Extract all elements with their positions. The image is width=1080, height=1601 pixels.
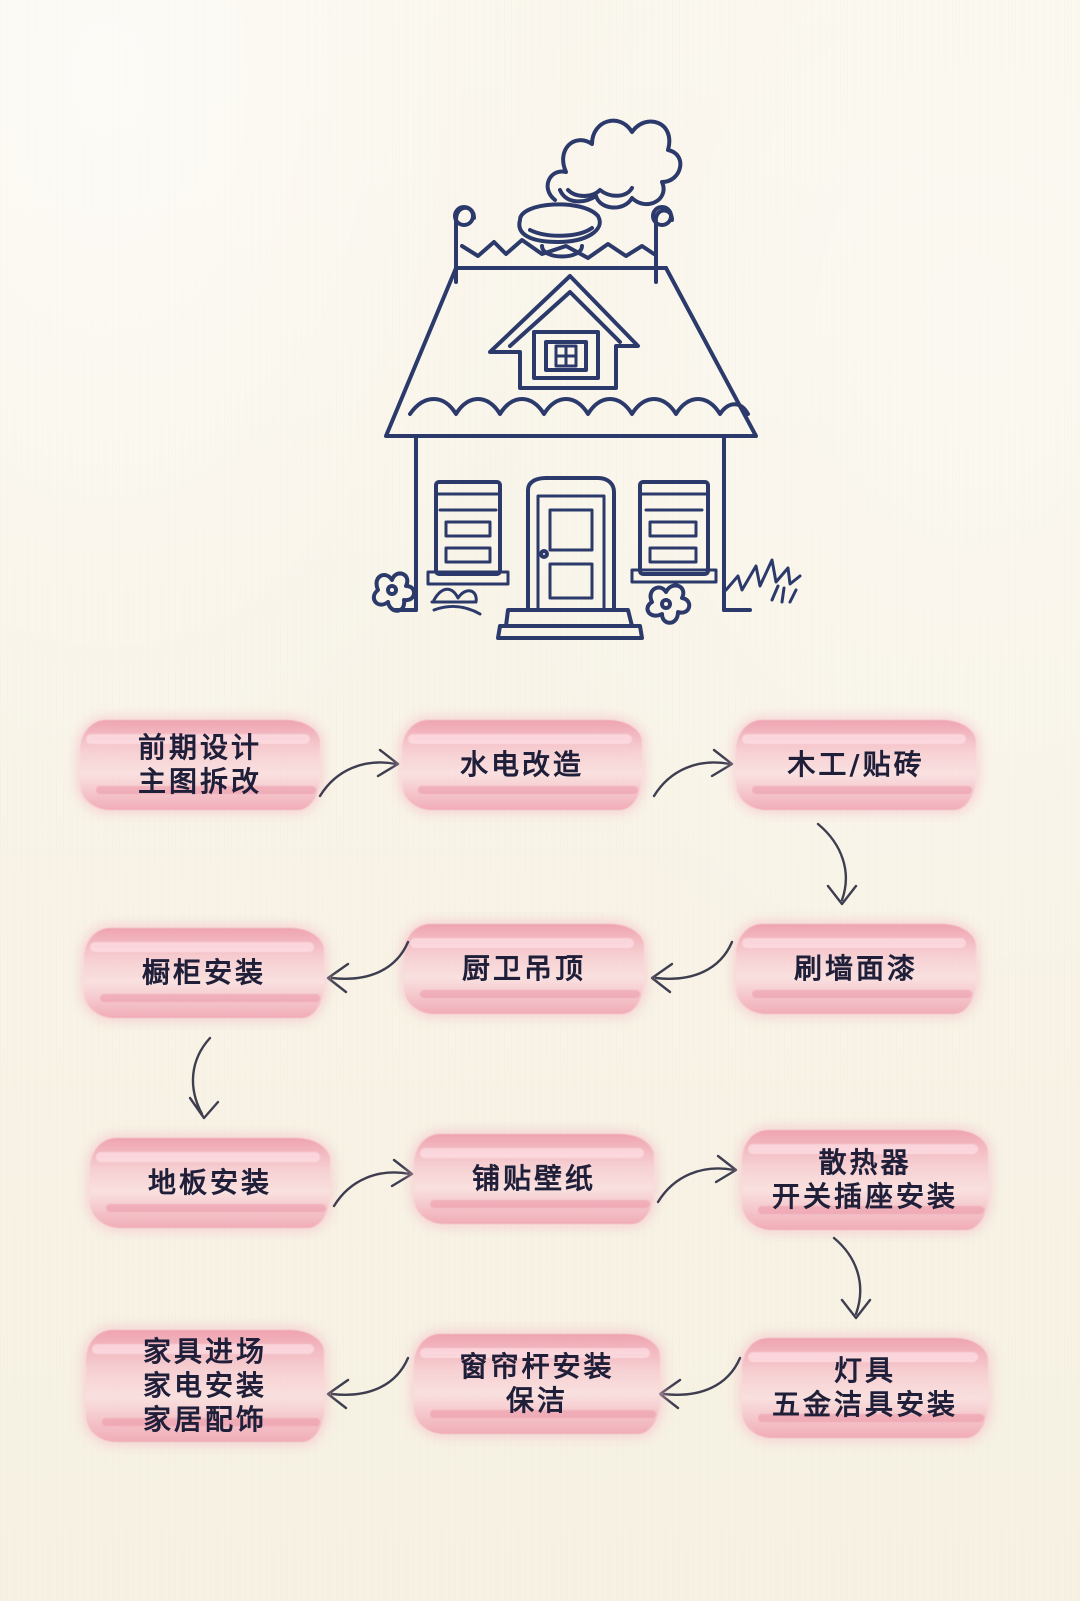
brush-background: [402, 720, 642, 810]
step-label: 前期设计 主图拆改: [137, 731, 262, 798]
brush-background: [84, 928, 324, 1018]
step-label: 铺贴壁纸: [471, 1162, 596, 1195]
step-label: 灯具 五金洁具安装: [771, 1354, 958, 1421]
brush-background: [414, 1134, 654, 1224]
step-cabinet-install: 橱柜安装: [84, 928, 324, 1018]
brush-background: [90, 1138, 330, 1228]
brush-background: [742, 1130, 988, 1230]
curved-arrow-icon: [654, 1146, 744, 1216]
brush-background: [80, 720, 320, 810]
step-label: 散热器 开关插座安装: [771, 1146, 958, 1213]
step-kitchen-bath-ceiling: 厨卫吊顶: [404, 924, 644, 1014]
curved-arrow-icon: [654, 1352, 744, 1422]
step-curtain-cleaning: 窗帘杆安装 保洁: [414, 1334, 660, 1434]
step-radiator-switches: 散热器 开关插座安装: [742, 1130, 988, 1230]
step-label: 刷墙面漆: [793, 952, 918, 985]
curved-arrow-icon: [646, 936, 736, 1006]
curved-arrow-icon: [650, 740, 740, 810]
step-design: 前期设计 主图拆改: [80, 720, 320, 810]
step-carpentry-tiling: 木工/贴砖: [736, 720, 976, 810]
curved-arrow-icon: [322, 1352, 412, 1422]
curved-arrow-icon: [316, 740, 406, 810]
brush-background: [742, 1338, 988, 1438]
step-label: 木工/贴砖: [787, 748, 925, 781]
house-sketch-icon: [370, 70, 830, 660]
step-label: 窗帘杆安装 保洁: [459, 1350, 615, 1417]
step-plumbing-electric: 水电改造: [402, 720, 642, 810]
curved-arrow-icon: [822, 1234, 882, 1324]
brush-background: [736, 924, 976, 1014]
step-label: 地板安装: [147, 1166, 272, 1199]
step-label: 水电改造: [459, 748, 584, 781]
brush-background: [736, 720, 976, 810]
curved-arrow-icon: [180, 1034, 240, 1124]
step-wallpaper: 铺贴壁纸: [414, 1134, 654, 1224]
step-label: 橱柜安装: [141, 956, 266, 989]
step-lighting-hardware: 灯具 五金洁具安装: [742, 1338, 988, 1438]
step-wall-painting: 刷墙面漆: [736, 924, 976, 1014]
step-label: 家具进场 家电安装 家居配饰: [142, 1335, 267, 1436]
step-label: 厨卫吊顶: [461, 952, 586, 985]
curved-arrow-icon: [330, 1150, 420, 1220]
brush-background: [404, 924, 644, 1014]
step-furniture-appliances: 家具进场 家电安装 家居配饰: [86, 1330, 324, 1442]
curved-arrow-icon: [322, 936, 412, 1006]
curved-arrow-icon: [808, 820, 868, 910]
brush-background: [86, 1330, 324, 1442]
brush-background: [414, 1334, 660, 1434]
step-floor-install: 地板安装: [90, 1138, 330, 1228]
